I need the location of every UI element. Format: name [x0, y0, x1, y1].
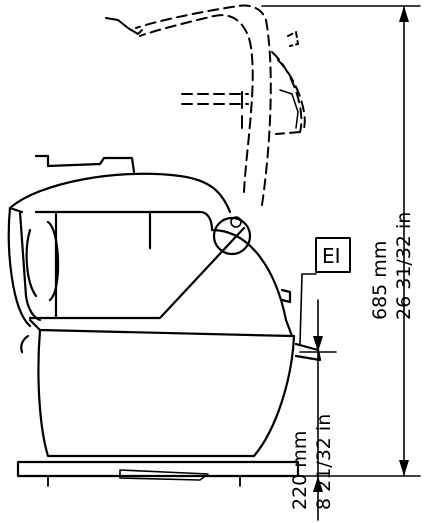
raised-lid-handle	[105, 17, 143, 35]
hinge-knob	[212, 216, 252, 256]
raised-lid-outline	[135, 4, 306, 206]
machine-body	[20, 226, 322, 458]
lid	[8, 154, 232, 214]
overall-height-in: 26 31/32 in	[393, 212, 415, 320]
overall-height-mm: 685 mm	[369, 241, 391, 320]
overall-height-dimension: 685 mm 26 31/32 in	[369, 212, 415, 320]
bowl	[7, 206, 214, 328]
lower-height-mm: 220 mm	[289, 431, 311, 510]
lower-height-in: 8 21/32 in	[313, 414, 335, 510]
lower-height-dimension: 220 mm 8 21/32 in	[289, 414, 335, 510]
dimension-arrows	[313, 6, 409, 492]
connection-label-box	[315, 237, 351, 273]
connection-label: EI	[322, 244, 341, 268]
base-plate	[16, 460, 300, 487]
